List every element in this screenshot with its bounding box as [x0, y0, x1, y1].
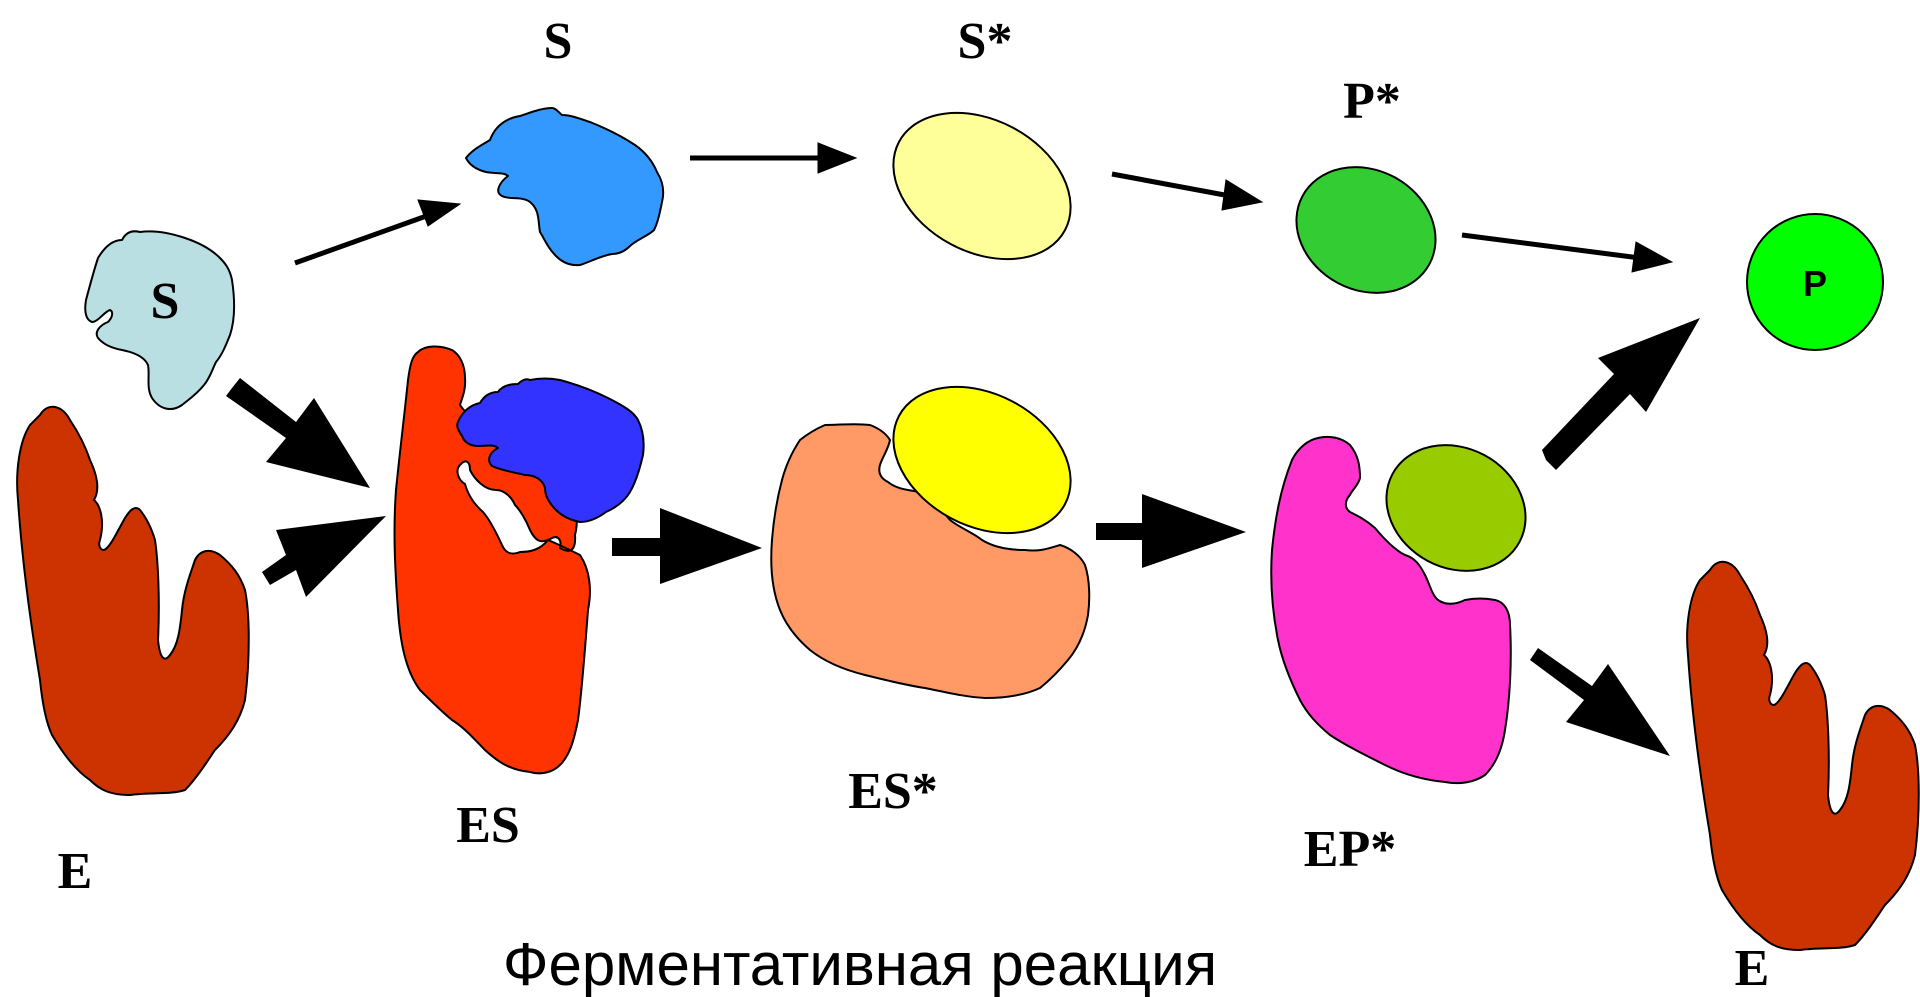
arrow-s-star-to-p-star — [1111, 171, 1264, 211]
arrow-s-to-s-star — [690, 142, 858, 174]
enzyme-start: E — [16, 405, 250, 900]
es-star-complex: ES* — [770, 385, 1091, 820]
activated-substrate-label: S* — [958, 13, 1013, 70]
catalyzed-pathway-arrows — [226, 318, 1700, 756]
substrate-top-label: S — [544, 13, 573, 70]
arrow-s-to-s-top — [294, 199, 462, 266]
diagram-caption: Ферментативная реакция — [503, 931, 1217, 997]
ep-star-complex: EP* — [1270, 435, 1527, 878]
es-complex: ES — [393, 345, 645, 854]
arrow-e-to-es — [262, 516, 386, 597]
arrow-es-star-to-ep-star — [1096, 494, 1246, 568]
arrow-ep-star-to-e — [1530, 648, 1670, 756]
product-label: P — [1803, 263, 1827, 304]
arrow-p-star-to-p — [1461, 232, 1674, 273]
arrow-es-to-es-star — [612, 508, 762, 584]
arrow-ep-star-to-p — [1542, 318, 1700, 470]
free-substrate: S — [84, 230, 236, 411]
activated-product: P* — [1295, 73, 1437, 294]
arrow-s-to-es — [226, 378, 370, 488]
enzyme-start-label: E — [58, 843, 93, 900]
free-substrate-label: S — [151, 273, 180, 330]
uncatalyzed-pathway-arrows — [294, 142, 1674, 273]
enzyme-end: E — [1686, 560, 1920, 997]
enzyme-end-label: E — [1735, 940, 1770, 997]
ep-star-complex-label: EP* — [1304, 821, 1396, 878]
product: P — [1746, 213, 1884, 351]
activated-product-label: P* — [1343, 73, 1401, 130]
es-star-complex-label: ES* — [848, 763, 938, 820]
es-complex-label: ES — [456, 797, 520, 854]
activated-substrate: S* — [892, 13, 1072, 261]
substrate-top: S — [465, 13, 665, 267]
